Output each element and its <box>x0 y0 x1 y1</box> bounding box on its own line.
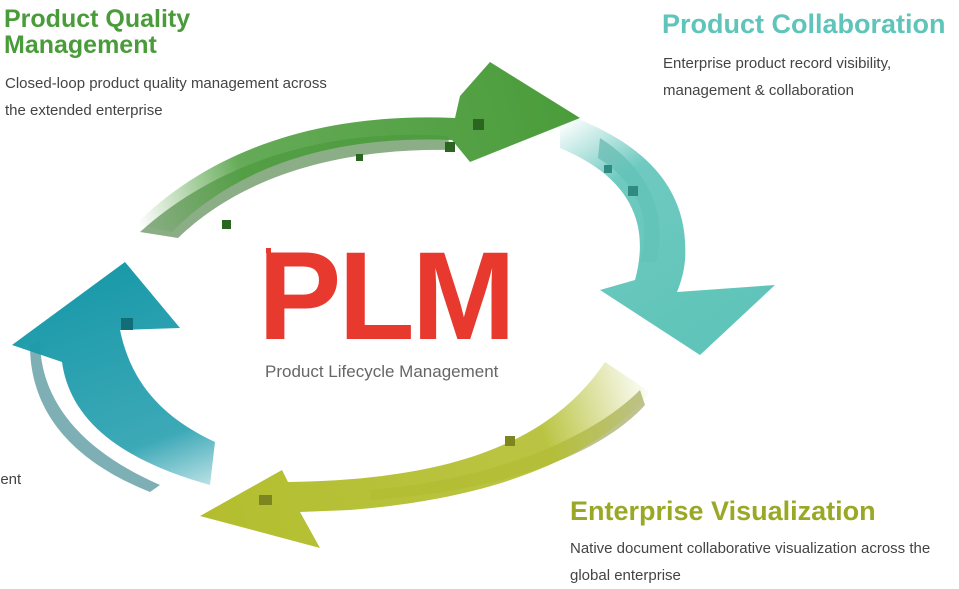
square-marker <box>356 154 363 161</box>
square-marker <box>266 248 271 253</box>
arrow-teal <box>12 262 215 492</box>
arrow-collaboration <box>560 112 775 355</box>
quality-title: Product Quality Management <box>4 5 191 60</box>
visualization-title: Enterprise Visualization <box>570 496 876 526</box>
square-marker <box>222 220 231 229</box>
collaboration-title: Product Collaboration <box>662 9 946 39</box>
plm-title: PLM <box>258 227 516 366</box>
quality-description: Closed-loop product quality management a… <box>5 75 327 119</box>
square-marker <box>628 186 638 196</box>
arrow-visualization <box>200 362 650 548</box>
visualization-description: Native document collaborative visualizat… <box>570 540 931 584</box>
arrow-quality <box>135 62 580 238</box>
partial-description: nent <box>0 471 22 488</box>
square-marker <box>445 142 455 152</box>
plm-subtitle: Product Lifecycle Management <box>265 362 499 381</box>
square-marker <box>121 318 133 330</box>
square-marker <box>259 495 272 505</box>
square-marker <box>505 436 515 446</box>
square-marker <box>604 165 612 173</box>
collaboration-description: Enterprise product record visibility, ma… <box>663 55 892 99</box>
square-marker <box>473 119 484 130</box>
